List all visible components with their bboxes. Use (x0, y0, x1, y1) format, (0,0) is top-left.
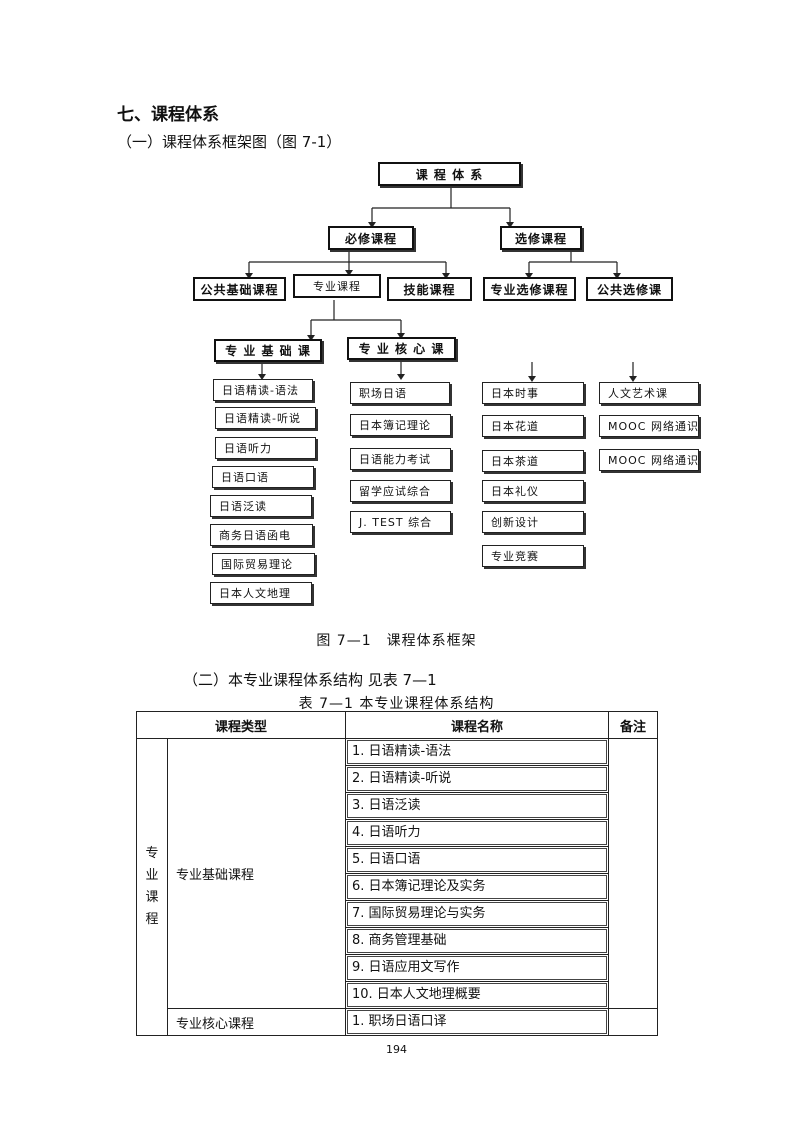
course-name: 10. 日本人文地理概要 (347, 983, 607, 1007)
public-elective-item: MOOC 网络通识 (599, 415, 699, 437)
course-name: 5. 日语口语 (347, 848, 607, 872)
diagram-root-box: 课 程 体 系 (378, 162, 521, 186)
course-cell: 2. 日语精读-听说 (345, 765, 609, 793)
course-cell: 6. 日本簿记理论及实务 (345, 873, 609, 901)
course-cell: 4. 日语听力 (345, 819, 609, 847)
diagram-elective-box: 选修课程 (500, 226, 582, 250)
core-item: 日语能力考试 (350, 448, 451, 470)
group-label-cell: 专业课程 (136, 738, 168, 1036)
course-cell: 1. 职场日语口译 (345, 1008, 609, 1036)
diagram-prof-elective-box: 专业选修课程 (483, 277, 576, 301)
subsection-heading-framework: （一）课程体系框架图（图 7-1） (117, 133, 342, 151)
basic-category-cell: 专业基础课程 (167, 738, 346, 1009)
course-cell: 1. 日语精读-语法 (345, 738, 609, 766)
core-item: 职场日语 (350, 382, 450, 404)
prof-elective-item: 日本茶道 (482, 450, 584, 472)
core-item: J. TEST 综合 (350, 511, 451, 533)
prof-elective-item: 创新设计 (482, 511, 584, 533)
table-row: 6. 日本簿记理论及实务 (137, 873, 658, 901)
diagram-prof-basic-box: 专 业 基 础 课 (214, 339, 322, 362)
course-name: 2. 日语精读-听说 (347, 767, 607, 791)
basic-item: 日语精读-语法 (213, 379, 313, 401)
basic-item: 日本人文地理 (210, 582, 312, 604)
header-course-name: 课程名称 (345, 711, 609, 739)
table-row: 8. 商务管理基础 (137, 927, 658, 955)
table-row: 4. 日语听力 (137, 819, 658, 847)
course-cell: 3. 日语泛读 (345, 792, 609, 820)
table-row: 9. 日语应用文写作 (137, 954, 658, 982)
course-cell: 7. 国际贸易理论与实务 (345, 900, 609, 928)
course-cell: 10. 日本人文地理概要 (345, 981, 609, 1009)
course-cell: 9. 日语应用文写作 (345, 954, 609, 982)
diagram-required-box: 必修课程 (328, 226, 414, 250)
diagram-connectors (245, 186, 637, 382)
diagram-skill-box: 技能课程 (387, 277, 472, 301)
course-name: 1. 日语精读-语法 (347, 740, 607, 764)
header-remarks: 备注 (608, 711, 658, 739)
course-cell: 8. 商务管理基础 (345, 927, 609, 955)
header-course-type: 课程类型 (136, 711, 346, 739)
core-category-cell: 专业核心课程 (167, 1008, 346, 1036)
course-name: 8. 商务管理基础 (347, 929, 607, 953)
table-row: 2. 日语精读-听说 (137, 765, 658, 793)
table-row: 专业课程 专业基础课程 1. 日语精读-语法 (136, 738, 658, 1036)
prof-elective-item: 专业竞赛 (482, 545, 584, 567)
core-item: 留学应试综合 (350, 480, 451, 502)
table-row: 7. 国际贸易理论与实务 (137, 900, 658, 928)
table-caption: 表 7—1 本专业课程体系结构 (298, 696, 495, 712)
basic-item: 日语精读-听说 (215, 407, 316, 429)
diagram-prof-core-box: 专 业 核 心 课 (347, 337, 456, 360)
diagram-public-elective-box: 公共选修课 (586, 277, 673, 301)
table-row: 10. 日本人文地理概要 (137, 981, 658, 1009)
public-elective-item: 人文艺术课 (599, 382, 699, 404)
course-name: 4. 日语听力 (347, 821, 607, 845)
remarks-cell (608, 738, 658, 1009)
prof-elective-item: 日本礼仪 (482, 480, 584, 502)
section-heading: 七、课程体系 (117, 105, 219, 125)
group-label: 专业课程 (145, 846, 159, 927)
prof-elective-item: 日本花道 (482, 415, 584, 437)
basic-item: 国际贸易理论 (212, 553, 315, 575)
basic-item: 日语听力 (215, 437, 316, 459)
table-row: 3. 日语泛读 (137, 792, 658, 820)
curriculum-table: 课程类型 课程名称 备注 专业课程 专业基础课程 1. 日语精读-语法 2. 日… (136, 711, 658, 1036)
course-name: 1. 职场日语口译 (347, 1010, 607, 1034)
core-item: 日本簿记理论 (350, 414, 451, 436)
figure-caption: 图 7—1 课程体系框架 (316, 633, 477, 649)
course-name: 7. 国际贸易理论与实务 (347, 902, 607, 926)
basic-item: 商务日语函电 (210, 524, 313, 546)
table-header-row: 课程类型 课程名称 备注 (136, 711, 658, 739)
subsection-heading-structure: （二）本专业课程体系结构 见表 7—1 (183, 671, 437, 689)
public-elective-item: MOOC 网络通识 (599, 449, 699, 471)
course-cell: 5. 日语口语 (345, 846, 609, 874)
basic-item: 日语泛读 (210, 495, 312, 517)
course-name: 9. 日语应用文写作 (347, 956, 607, 980)
course-name: 3. 日语泛读 (347, 794, 607, 818)
page-number: 194 (386, 1043, 407, 1056)
table-row: 专业核心课程 1. 职场日语口译 (137, 1008, 658, 1036)
diagram-public-basic-box: 公共基础课程 (193, 277, 286, 301)
course-name: 6. 日本簿记理论及实务 (347, 875, 607, 899)
prof-elective-item: 日本时事 (482, 382, 584, 404)
basic-item: 日语口语 (212, 466, 314, 488)
remarks-cell (608, 1008, 658, 1036)
diagram-professional-box: 专业课程 (293, 274, 381, 298)
